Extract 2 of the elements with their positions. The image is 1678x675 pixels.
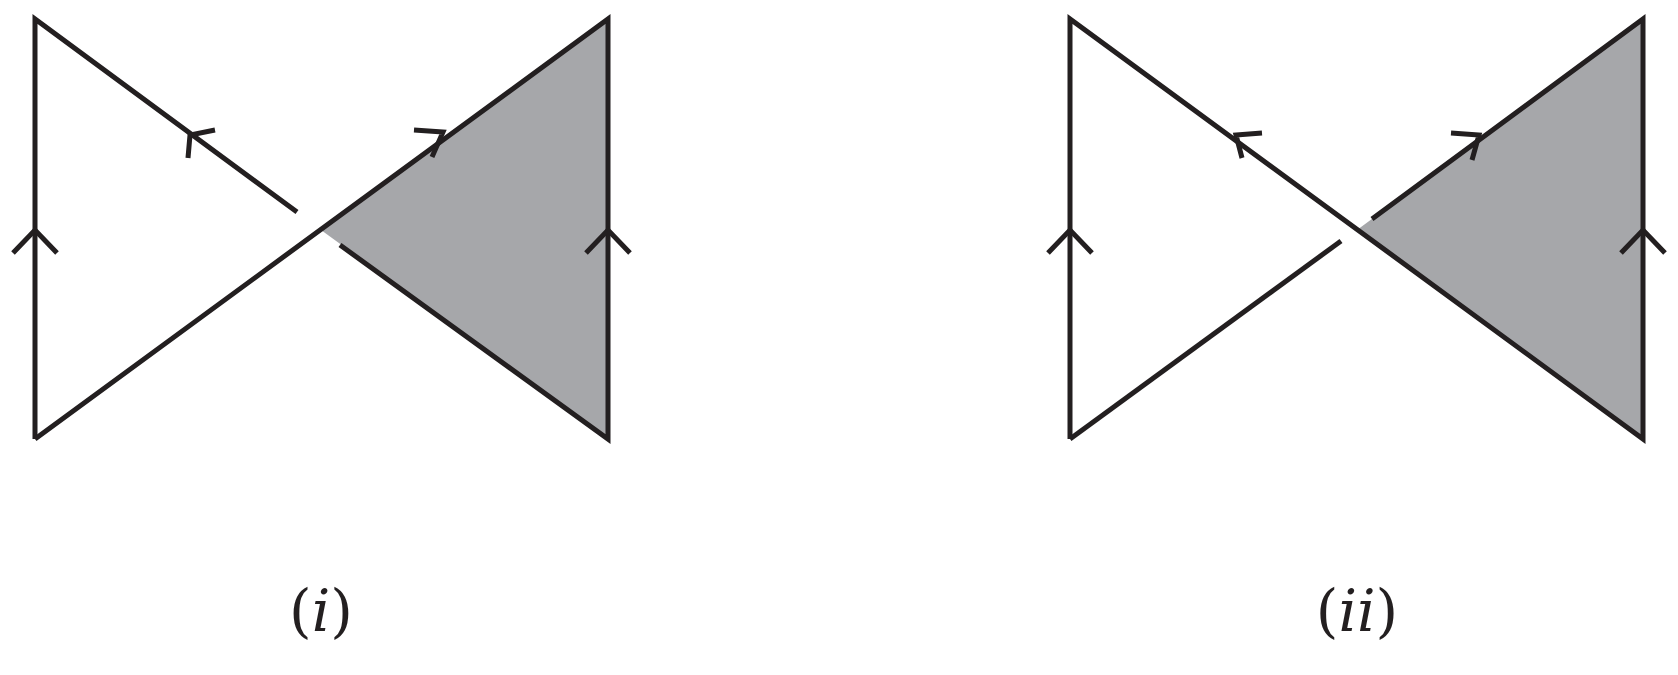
figure-label: (ii) [1315, 582, 1399, 640]
figure-label: (i) [289, 582, 353, 640]
